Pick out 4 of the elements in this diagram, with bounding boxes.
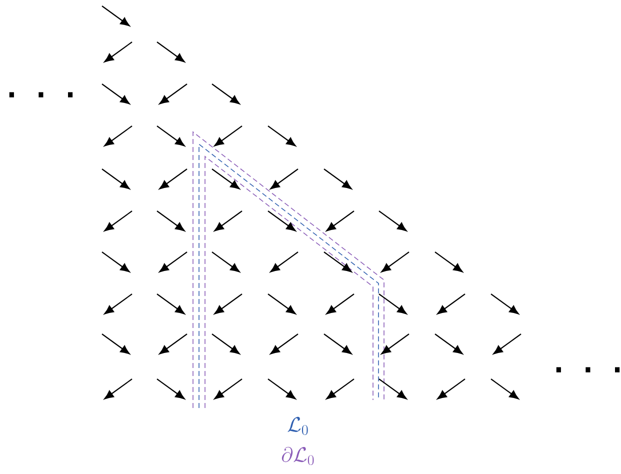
ellipsis-dots: · · ·: [556, 367, 620, 372]
ellipsis-dots: · · ·: [9, 92, 73, 98]
region-label: $\partial\mathcal{L}_0$: [282, 446, 314, 466]
region-label: $\mathcal{L}_0$: [288, 416, 308, 435]
